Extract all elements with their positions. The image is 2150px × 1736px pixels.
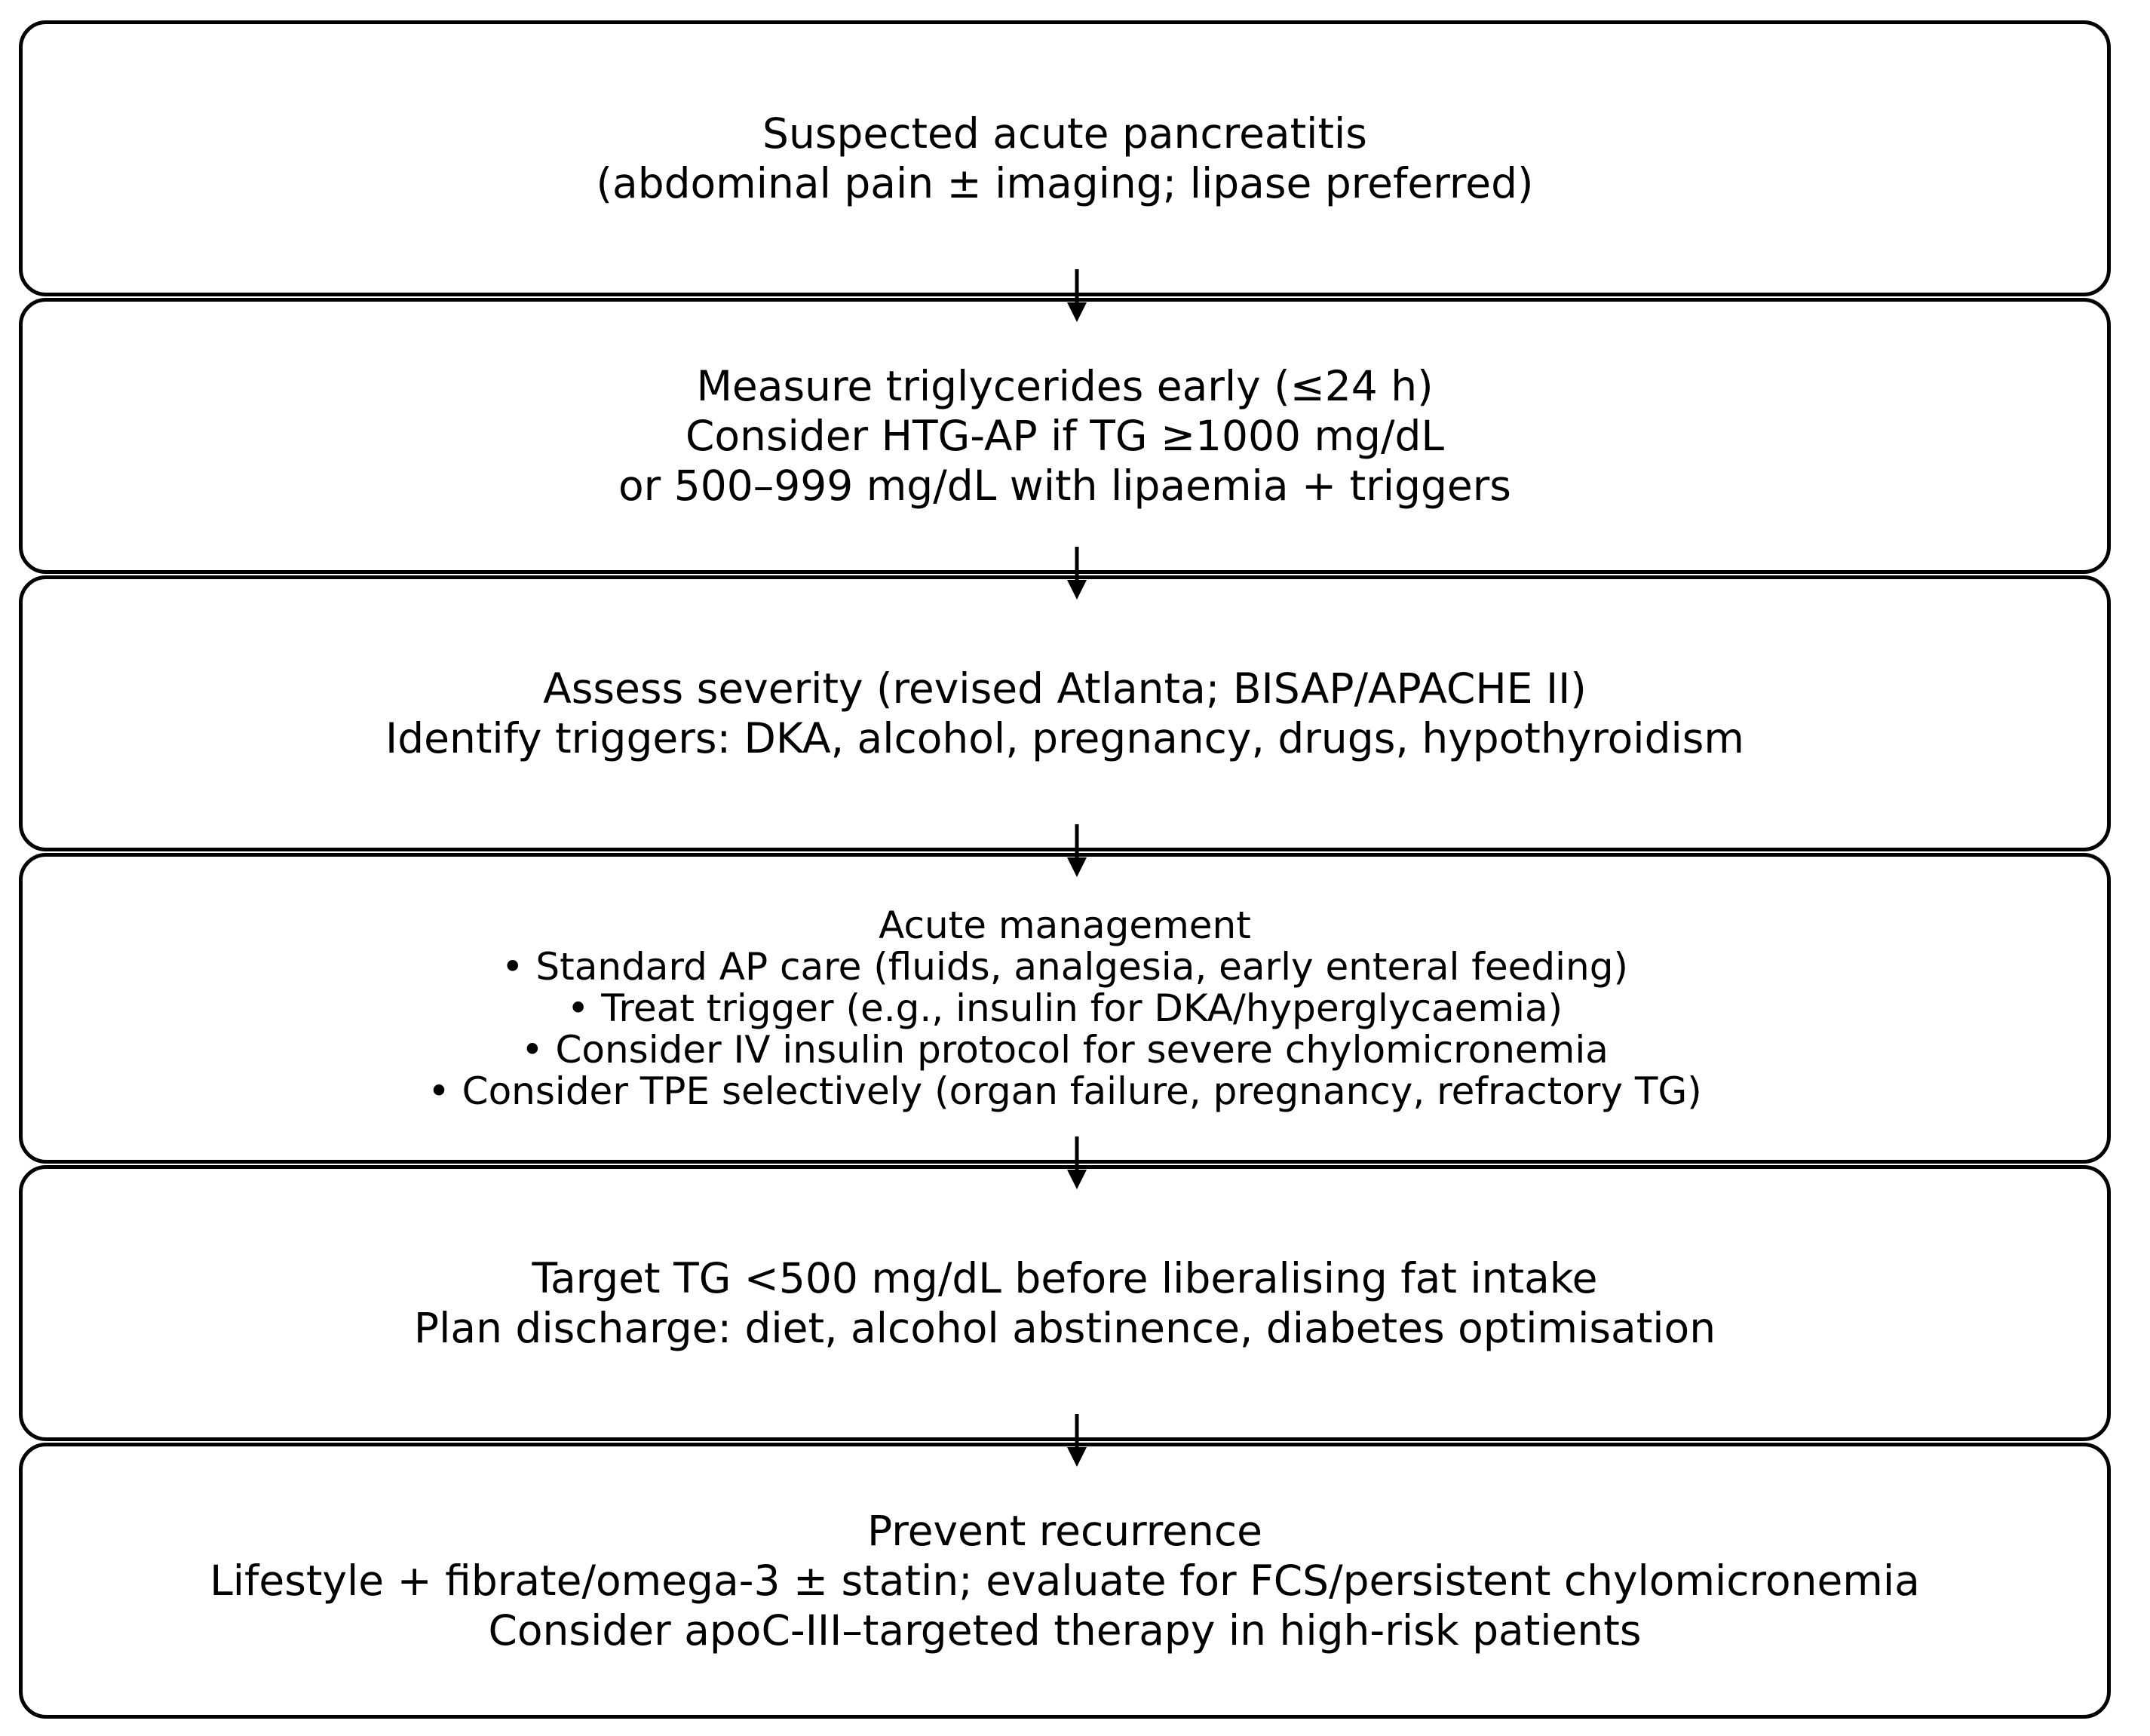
- arrow-down-icon: [1066, 269, 1088, 324]
- step-4-line-1: Acute management: [879, 903, 1251, 947]
- step-2-line-1: Measure triglycerides early (≤24 h): [696, 362, 1434, 410]
- arrow-down-icon: [1066, 1414, 1088, 1468]
- step-6-line-1: Prevent recurrence: [867, 1507, 1262, 1555]
- step-6-line-2: Lifestyle + fibrate/omega-3 ± statin; ev…: [210, 1557, 1920, 1605]
- step-4-line-5: • Consider TPE selectively (organ failur…: [428, 1069, 1702, 1113]
- step-2-line-3: or 500–999 mg/dL with lipaemia + trigger…: [618, 462, 1511, 510]
- step-3-line-2: Identify triggers: DKA, alcohol, pregnan…: [385, 714, 1745, 762]
- arrow-down-icon: [1066, 1136, 1088, 1191]
- step-1-line-1: Suspected acute pancreatitis: [762, 109, 1367, 158]
- step-4-line-4: • Consider IV insulin protocol for sever…: [521, 1027, 1609, 1072]
- step-box-target-tg: Target TG <500 mg/dL before liberalising…: [19, 1165, 2111, 1441]
- step-4-line-3: • Treat trigger (e.g., insulin for DKA/h…: [566, 986, 1563, 1030]
- arrow-down-icon: [1066, 547, 1088, 601]
- step-box-acute-management: Acute management • Standard AP care (flu…: [19, 853, 2111, 1164]
- step-4-line-2: • Standard AP care (fluids, analgesia, e…: [501, 944, 1628, 989]
- step-2-line-2: Consider HTG-AP if TG ≥1000 mg/dL: [685, 412, 1445, 460]
- step-box-suspected-pancreatitis: Suspected acute pancreatitis (abdominal …: [19, 20, 2111, 296]
- step-5-line-2: Plan discharge: diet, alcohol abstinence…: [413, 1304, 1716, 1352]
- step-box-measure-triglycerides: Measure triglycerides early (≤24 h) Cons…: [19, 298, 2111, 574]
- step-3-line-1: Assess severity (revised Atlanta; BISAP/…: [543, 664, 1587, 713]
- step-1-line-2: (abdominal pain ± imaging; lipase prefer…: [596, 159, 1534, 207]
- step-box-prevent-recurrence: Prevent recurrence Lifestyle + fibrate/o…: [19, 1443, 2111, 1719]
- step-5-line-1: Target TG <500 mg/dL before liberalising…: [532, 1254, 1598, 1302]
- step-box-assess-severity: Assess severity (revised Atlanta; BISAP/…: [19, 575, 2111, 851]
- step-6-line-3: Consider apoC-III–targeted therapy in hi…: [488, 1606, 1642, 1655]
- arrow-down-icon: [1066, 824, 1088, 879]
